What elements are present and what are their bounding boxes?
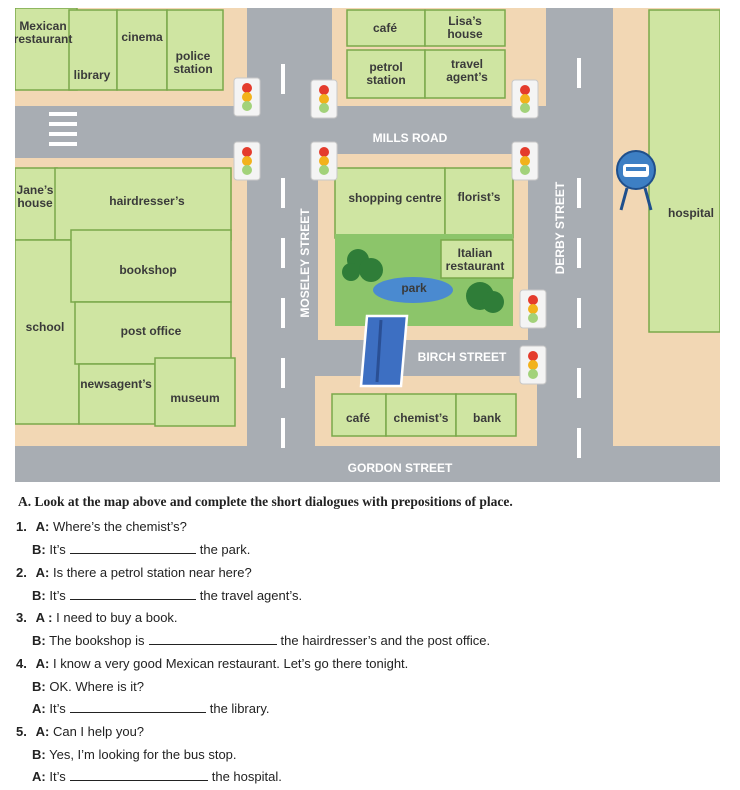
label-newsagents: newsagent’s	[80, 377, 152, 391]
block-top-middle	[332, 8, 546, 106]
street-gordon-street: GORDON STREET	[348, 461, 453, 475]
pond-icon	[373, 277, 453, 303]
label-police-station: police	[176, 49, 211, 63]
block-left	[15, 158, 247, 446]
street-labels: MILLS ROAD MOSELEY STREET DERBY STREET B…	[298, 131, 567, 475]
street-derby-street: DERBY STREET	[553, 181, 567, 274]
label-library: library	[74, 68, 111, 82]
tree-icon	[359, 258, 383, 282]
dialogue-5-line-2: B: Yes, I’m looking for the bus stop.	[32, 747, 237, 762]
label-hospital: hospital	[668, 206, 714, 220]
answer-blank-4[interactable]	[69, 700, 206, 713]
label-bank: bank	[473, 411, 501, 425]
block-right	[613, 8, 720, 446]
label-museum: museum	[170, 391, 219, 405]
dialogue-1-line-1: 1. A: Where’s the chemist’s?	[16, 519, 187, 534]
answer-blank-5[interactable]	[69, 768, 208, 781]
label-cinema: cinema	[121, 30, 163, 44]
street-mills-road: MILLS ROAD	[373, 131, 448, 145]
tree-icon	[342, 263, 360, 281]
label-chemists: chemist’s	[394, 411, 449, 425]
answer-blank-3[interactable]	[148, 632, 277, 645]
label-hairdressers: hairdresser’s	[109, 194, 185, 208]
label-park: park	[401, 281, 427, 295]
label-florists: florist’s	[458, 190, 501, 204]
tree-icon	[482, 291, 504, 313]
label-bookshop: bookshop	[119, 263, 176, 277]
dialogue-4-line-2: B: OK. Where is it?	[32, 679, 144, 694]
label-shopping-centre: shopping centre	[348, 191, 442, 205]
lane-markings	[281, 58, 581, 458]
street-moseley-street: MOSELEY STREET	[298, 208, 312, 318]
label-janes-house: Jane’s	[17, 183, 54, 197]
dialogue-4-line-1: 4. A: I know a very good Mexican restaur…	[16, 656, 409, 671]
label-cafe-top: café	[373, 21, 397, 35]
dialogue-5-line-1: 5. A: Can I help you?	[16, 724, 145, 739]
exercise-instruction: A. Look at the map above and complete th…	[18, 494, 513, 509]
answer-blank-1[interactable]	[69, 541, 196, 554]
label-cafe-bottom: café	[346, 411, 370, 425]
block-bottom	[315, 376, 537, 446]
street-birch-street: BIRCH STREET	[418, 350, 507, 364]
label-lisas-house: Lisa’s	[448, 14, 482, 28]
label-travel-agents: travel	[451, 57, 483, 71]
block-middle	[318, 154, 528, 340]
dialogue-3-line-1: 3. A : I need to buy a book.	[16, 610, 178, 625]
crosswalk-icon	[49, 112, 77, 146]
bridge-icon	[359, 314, 409, 388]
label-post-office: post office	[121, 324, 182, 338]
label-petrol-station: petrol	[369, 60, 402, 74]
dialogue-2-line-1: 2. A: Is there a petrol station near her…	[16, 565, 252, 580]
label-italian-restaurant: Italian	[458, 246, 493, 260]
label-mexican-restaurant: Mexican	[19, 19, 66, 33]
block-top-left	[15, 8, 247, 106]
label-school: school	[26, 320, 65, 334]
answer-blank-2[interactable]	[69, 587, 196, 600]
bus-stop-icon	[616, 150, 656, 211]
